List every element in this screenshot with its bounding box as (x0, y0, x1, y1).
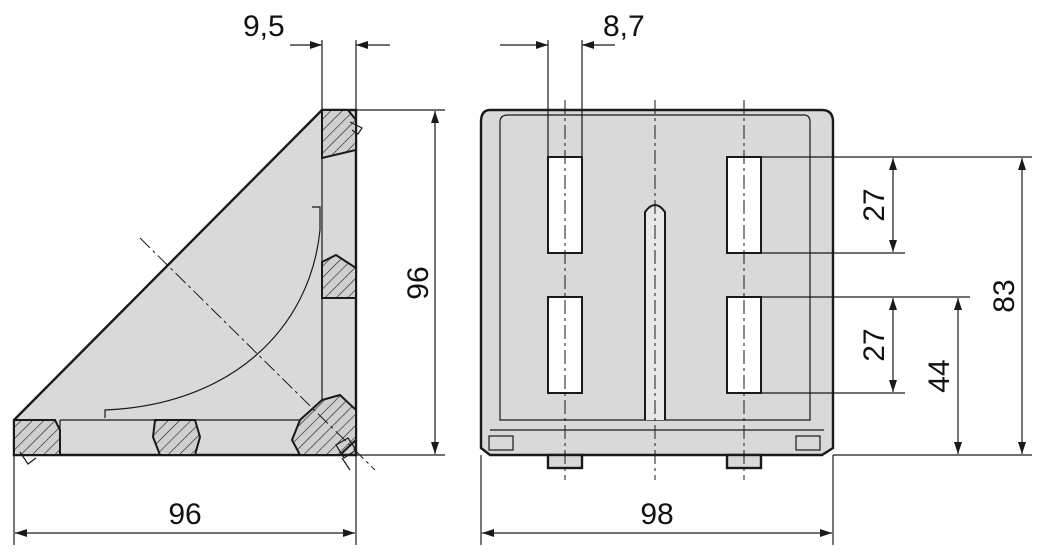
hatched-section-middle (321, 253, 357, 299)
hatched-section-corner (290, 393, 357, 456)
hatched-section-top (321, 109, 357, 160)
dim-lower-height: 44 (923, 359, 956, 392)
dim-thickness: 9,5 (243, 10, 285, 43)
dim-upper-height: 83 (988, 279, 1021, 312)
front-view: 8,7 27 27 44 83 98 (479, 10, 1032, 545)
dim-side-height: 96 (402, 266, 435, 299)
dim-slot-spacing-bottom: 27 (858, 328, 891, 361)
dim-side-width: 96 (168, 498, 201, 531)
side-view: 9,5 96 96 (12, 10, 445, 545)
hatched-section-bottom (151, 419, 202, 456)
dim-front-width: 98 (640, 498, 673, 531)
dim-slot-spacing-top: 27 (858, 188, 891, 221)
dim-slot-width: 8,7 (603, 10, 645, 43)
hatched-section-left (13, 419, 61, 456)
inner-rib-curve (104, 206, 321, 418)
centerline-diagonal (139, 237, 376, 471)
